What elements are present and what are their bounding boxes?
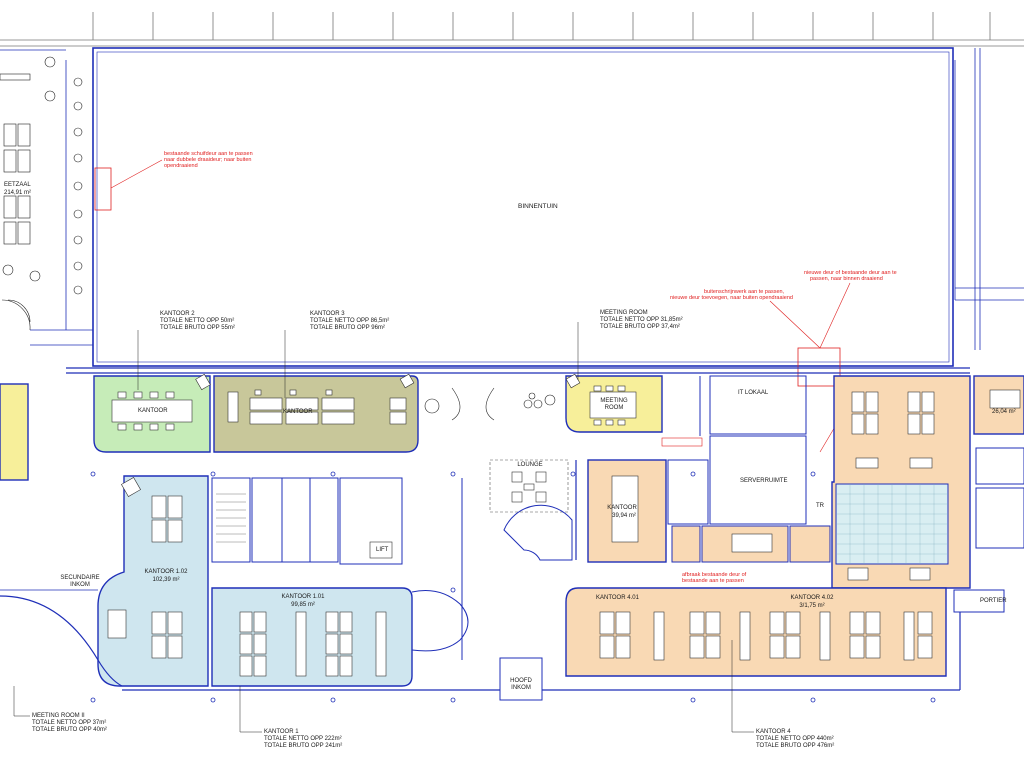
kantoor3-furniture — [227, 373, 415, 425]
kantoor102-area: 102,39 m² — [152, 577, 180, 583]
small-office — [789, 525, 831, 563]
note-2-line2: passen, naar binnen draaiend — [810, 276, 883, 282]
kantoor3-netto: TOTALE NETTO OPP 86,5m² — [310, 318, 390, 324]
kantoor101-furniture — [239, 611, 387, 677]
hall-walls — [411, 478, 543, 701]
binnentuin-label: BINNENTUIN — [518, 203, 558, 210]
kantoor102-name: KANTOOR 1.02 — [144, 569, 188, 575]
meeting-tag-2: ROOM — [604, 405, 624, 411]
meeting-tag-1: MEETING — [600, 398, 628, 404]
printer-room — [671, 525, 701, 563]
kantoor402-name: KANTOOR 4.02 — [790, 595, 834, 601]
columns — [90, 471, 936, 703]
left-glazing — [0, 49, 94, 346]
eetzaal-area: 214,91 m² — [4, 190, 32, 196]
note-1-line1: bestaande schuifdeur aan te passen — [164, 151, 253, 157]
leader-lines — [13, 322, 754, 733]
kantoor2-name: KANTOOR 2 — [160, 311, 195, 317]
corridor-walls — [66, 367, 970, 374]
tr-label: TR — [816, 503, 824, 509]
secundaire-1: SECUNDAIRE — [60, 575, 100, 581]
note-1-line3: opendraaiend — [164, 163, 198, 169]
eetzaal-name: EETZAAL — [4, 182, 31, 188]
lobby-furniture — [424, 387, 556, 421]
kantoor4-netto: TOTALE NETTO OPP 440m² — [756, 736, 834, 742]
kantoor1-name: KANTOOR 1 — [264, 729, 299, 735]
eetzaal-furniture — [0, 56, 56, 331]
left-yellow-room — [0, 383, 29, 481]
kantoor4room-area: 39,94 m² — [612, 513, 636, 519]
kantoor102-furniture — [107, 477, 183, 659]
meeting2-name: MEETING ROOM II — [32, 713, 85, 719]
core-rooms — [211, 477, 403, 565]
kantoor2-tag: KANTOOR — [138, 408, 168, 414]
kantoor4room-name: KANTOOR — [607, 505, 637, 511]
portier-label: PORTIER — [980, 598, 1007, 604]
kantoor4-bruto: TOTALE BRUTO OPP 476m² — [756, 743, 835, 749]
kantoor4-furniture — [599, 611, 933, 661]
lounge-label: LOUNGE — [517, 462, 543, 468]
kantoor2-netto: TOTALE NETTO OPP 50m² — [160, 318, 235, 324]
meeting-name: MEETING ROOM — [600, 310, 648, 316]
spiral-stair — [503, 504, 573, 561]
meeting-netto: TOTALE NETTO OPP 31,85m² — [600, 317, 683, 323]
note-3-line1: buitenschrijnwerk aan te passen, — [704, 289, 785, 295]
kantoor101-area: 99,85 m² — [291, 602, 315, 608]
top-structure — [0, 12, 1024, 47]
kantoor3-name: KANTOOR 3 — [310, 311, 345, 317]
sas-tag — [661, 437, 703, 447]
kantoor2-furniture — [111, 373, 211, 431]
server-label: SERVERRUIMTE — [740, 478, 788, 484]
lift-label: LIFT — [376, 547, 389, 553]
bottom-facade — [122, 612, 961, 691]
kantoor1-netto: TOTALE NETTO OPP 222m² — [264, 736, 342, 742]
kantoor101-name: KANTOOR 1.01 — [281, 594, 325, 600]
secundaire-2: INKOM — [70, 582, 90, 588]
note-marker-1 — [94, 167, 112, 211]
lounge-furniture — [511, 471, 547, 503]
note-3-line2: nieuwe deur toevoegen, naar buiten opend… — [670, 295, 793, 301]
kantoor3-bruto: TOTALE BRUTO OPP 96m² — [310, 325, 385, 331]
hoofd-2: INKOM — [511, 685, 531, 691]
note-4-line1: afbraak bestaande deur of — [682, 572, 747, 578]
kantoor3-tag: KANTOOR — [283, 409, 313, 415]
meeting2-netto: TOTALE NETTO OPP 37m² — [32, 720, 107, 726]
left-facade-curve — [0, 595, 123, 687]
kantoor2-bruto: TOTALE BRUTO OPP 55m² — [160, 325, 235, 331]
right-service — [953, 447, 1024, 613]
meeting-furniture — [565, 373, 637, 426]
lift-box — [369, 541, 393, 559]
note-1-line2: naar dubbele draaideur; naar buiten — [164, 157, 252, 163]
note-4-line2: bestaande aan te passen — [682, 578, 744, 584]
kantoor1-bruto: TOTALE BRUTO OPP 241m² — [264, 743, 343, 749]
note-2-line1: nieuwe deur of bestaande deur aan te — [804, 270, 897, 276]
left-chairs — [73, 77, 83, 295]
meeting-bruto: TOTALE BRUTO OPP 37,4m² — [600, 324, 680, 330]
service-rooms — [667, 375, 807, 525]
note-marker-2 — [797, 347, 841, 387]
hoofd-1: HOOFD — [510, 678, 532, 684]
kantoor402-furniture — [847, 391, 935, 581]
kantoor401-name: KANTOOR 4.01 — [596, 595, 639, 601]
kantoor402-area: 3/1,75 m² — [799, 603, 825, 609]
right-glazing — [954, 48, 1024, 350]
kantoor4-name: KANTOOR 4 — [756, 729, 791, 735]
it-lokaal-label: IT LOKAAL — [738, 390, 769, 396]
topright-area: 26,04 m² — [992, 409, 1016, 415]
meeting2-bruto: TOTALE BRUTO OPP 40m² — [32, 727, 107, 733]
